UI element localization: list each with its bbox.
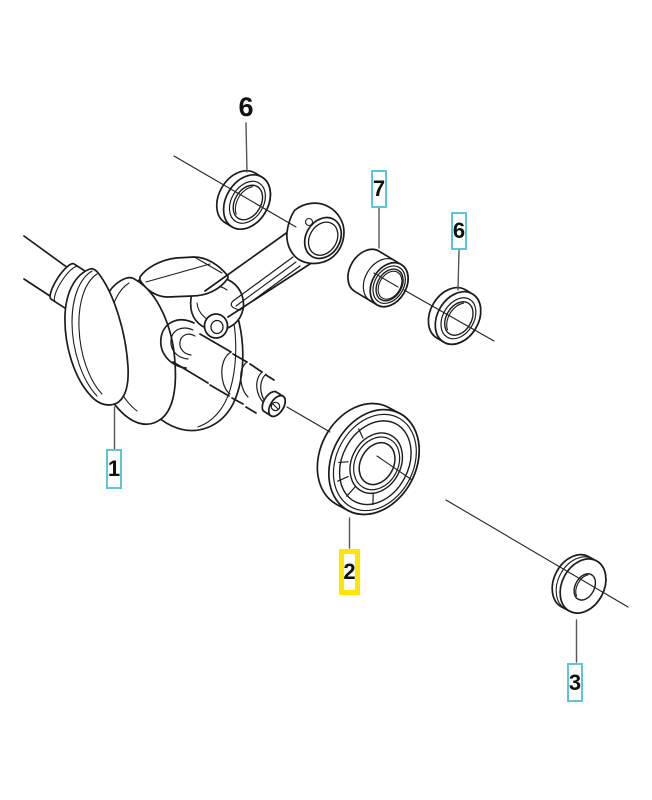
- callout-2-selected[interactable]: 2: [339, 549, 360, 595]
- callout-1[interactable]: 1: [106, 449, 122, 489]
- part-1-crankshaft: [23, 202, 345, 432]
- leader-lines: [113, 122, 578, 663]
- part-2-ball-bearing: [316, 402, 421, 516]
- axis-centerlines: [173, 155, 629, 608]
- callout-6-top[interactable]: 6: [238, 91, 254, 122]
- leader-6-top: [245, 122, 248, 173]
- part-6-washer-right: [427, 286, 482, 346]
- callout-3[interactable]: 3: [567, 663, 583, 702]
- part-3-washer: [551, 553, 607, 614]
- part-7-bearing: [347, 248, 409, 308]
- callout-7[interactable]: 7: [371, 170, 387, 208]
- leader-6-right: [457, 249, 460, 291]
- callout-6-right[interactable]: 6: [451, 212, 467, 250]
- part-6-washer-top: [215, 169, 272, 230]
